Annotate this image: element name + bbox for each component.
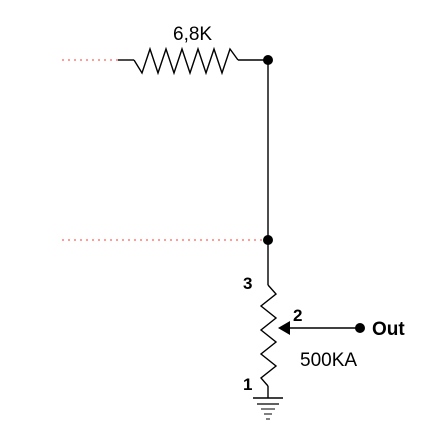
output-terminal-dot <box>355 323 365 333</box>
pin-2-label: 2 <box>293 306 302 325</box>
potentiometer-value-label: 500KA <box>300 350 357 371</box>
pin-3-label: 3 <box>243 274 252 293</box>
wiper-arrow <box>278 321 358 335</box>
pin-1-label: 1 <box>243 375 252 394</box>
ground-icon <box>253 397 283 420</box>
resistor-value-label: 6,8K <box>173 24 212 45</box>
resistor-6k8 <box>118 46 268 76</box>
potentiometer-500ka <box>259 284 278 398</box>
output-label: Out <box>372 319 405 340</box>
